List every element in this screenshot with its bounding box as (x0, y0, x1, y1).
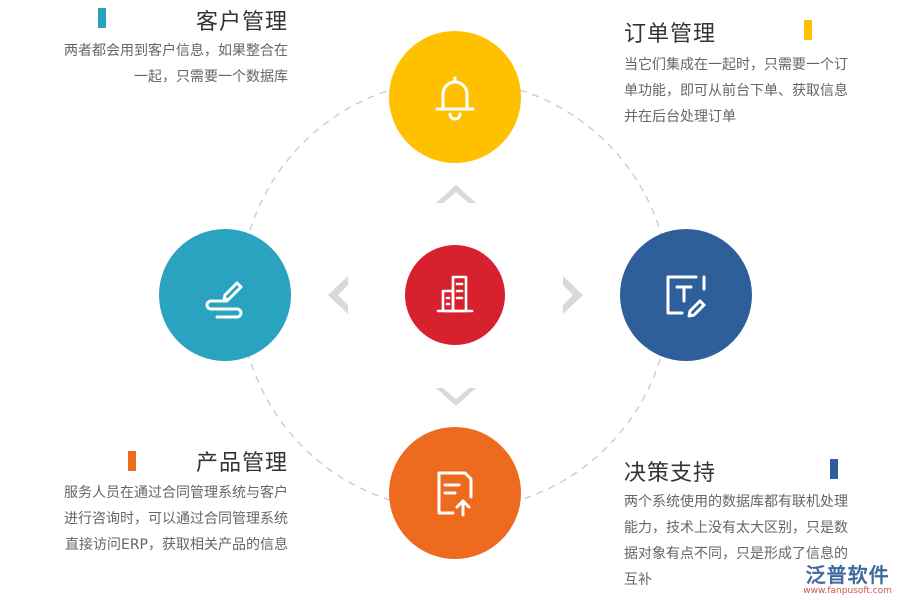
watermark-brand: 泛普软件 (805, 563, 890, 587)
order-desc-line: 并在后台处理订单 (624, 109, 736, 125)
product-marker (128, 451, 136, 471)
arrow-left-icon (328, 276, 348, 314)
customer-description: 两者都会用到客户信息，如果整合在 一起，只需要一个数据库 (64, 38, 288, 90)
customer-desc-line: 一起，只需要一个数据库 (134, 69, 288, 85)
decision-block: 决策支持 两个系统使用的数据库都有联机处理 能力，技术上没有太大区别，只是数 据… (620, 450, 890, 600)
order-description: 当它们集成在一起时，只需要一个订 单功能，即可从前台下单、获取信息 并在后台处理… (624, 52, 848, 130)
text-edit-icon (666, 275, 706, 318)
pen-icon (205, 281, 243, 319)
arrow-down-icon (436, 388, 476, 406)
decision-title: 决策支持 (624, 461, 717, 486)
product-title: 产品管理 (195, 451, 288, 476)
order-block: 订单管理 当它们集成在一起时，只需要一个订 单功能，即可从前台下单、获取信息 并… (620, 0, 890, 140)
decision-desc-line: 据对象有点不同，只是形成了信息的 (624, 546, 848, 562)
center-circle (405, 245, 505, 345)
watermark-url: www.fanpusoft.com (803, 586, 892, 596)
order-title: 订单管理 (624, 22, 717, 47)
buildings-icon (436, 275, 474, 313)
arrow-right-icon (563, 276, 583, 314)
watermark-logo: 泛普软件 www.fanpusoft.com (803, 559, 892, 596)
decision-circle (620, 229, 752, 361)
decision-desc-line: 两个系统使用的数据库都有联机处理 (624, 494, 848, 510)
customer-desc-line: 两者都会用到客户信息，如果整合在 (64, 43, 288, 59)
customer-title: 客户管理 (195, 10, 288, 35)
customer-circle (159, 229, 291, 361)
order-desc-line: 当它们集成在一起时，只需要一个订 (624, 57, 848, 73)
product-desc-line: 直接访问ERP，获取相关产品的信息 (64, 537, 288, 553)
order-circle (389, 31, 521, 163)
product-circle (389, 427, 521, 559)
customer-marker (98, 8, 106, 28)
decision-desc-line: 能力，技术上没有太大区别，只是数 (624, 520, 848, 536)
product-desc-line: 进行咨询时，可以通过合同管理系统 (64, 511, 288, 527)
decision-marker (830, 459, 838, 479)
product-description: 服务人员在通过合同管理系统与客户 进行咨询时，可以通过合同管理系统 直接访问ER… (64, 480, 288, 558)
decision-desc-line: 互补 (624, 572, 652, 588)
product-block: 产品管理 服务人员在通过合同管理系统与客户 进行咨询时，可以通过合同管理系统 直… (20, 440, 290, 570)
product-desc-line: 服务人员在通过合同管理系统与客户 (64, 485, 288, 501)
bell-icon (435, 76, 475, 121)
document-upload-icon (437, 471, 473, 517)
decision-description: 两个系统使用的数据库都有联机处理 能力，技术上没有太大区别，只是数 据对象有点不… (624, 489, 848, 593)
arrow-up-icon (436, 185, 476, 203)
customer-block: 客户管理 两者都会用到客户信息，如果整合在 一起，只需要一个数据库 (20, 0, 290, 100)
order-desc-line: 单功能，即可从前台下单、获取信息 (624, 83, 848, 99)
order-marker (804, 20, 812, 40)
